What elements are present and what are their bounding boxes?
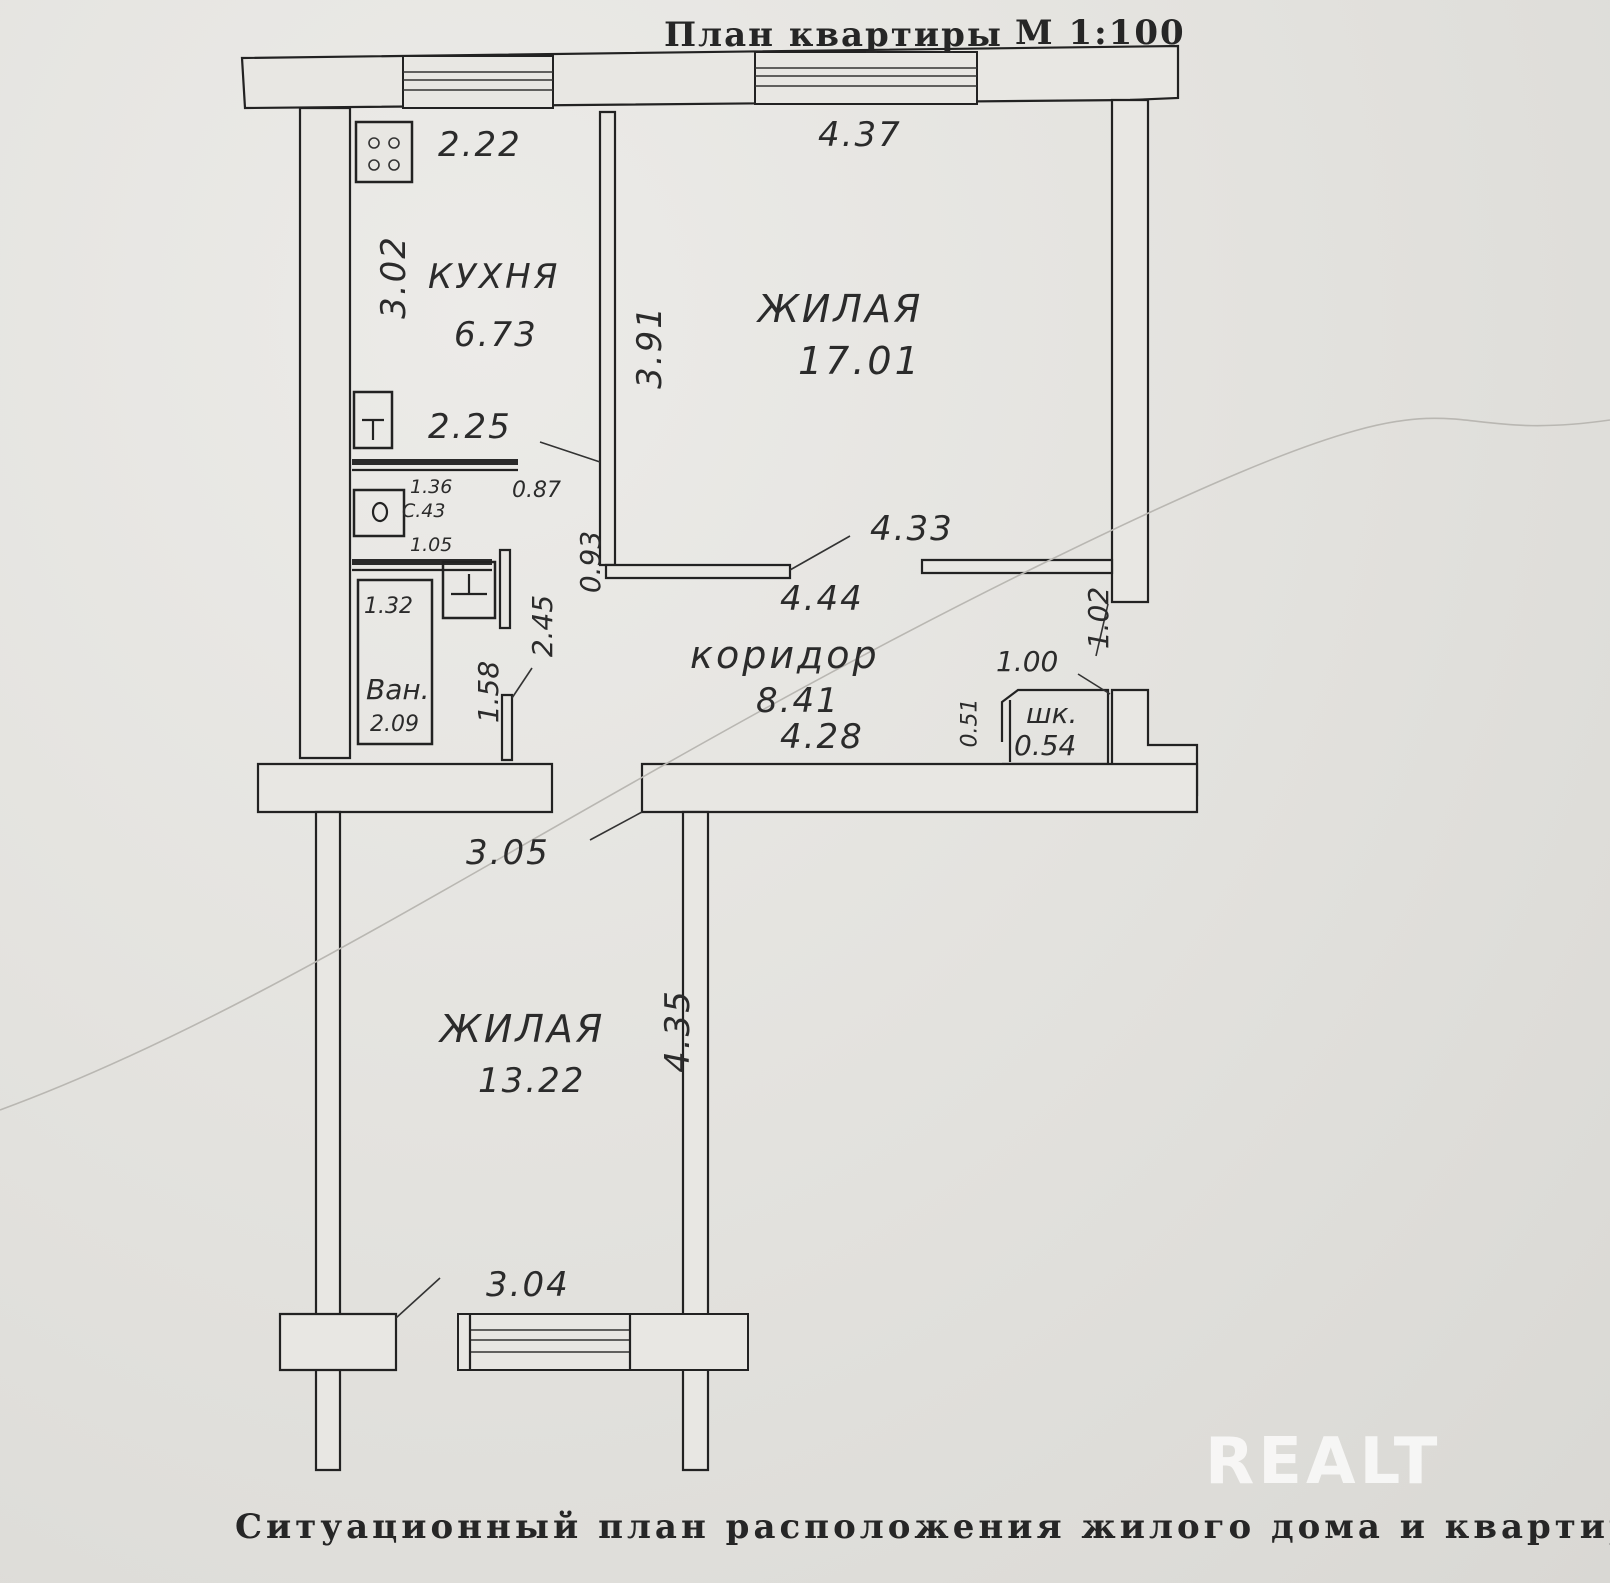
apartment-bottom-wall-left [256,762,554,814]
stove-icon [354,120,414,184]
kitchen-name: КУХНЯ [428,257,561,297]
kitchen-sink-icon [352,390,394,450]
living-second-area: 13.22 [478,1061,586,1101]
living-main-width: 4.37 [818,115,902,155]
toilet-bowl-icon [352,488,406,538]
leader-3-05 [589,811,643,841]
living-main-length: 3.91 [629,305,670,389]
corridor-depth: 2.45 [526,594,560,658]
living-main-area: 17.01 [798,339,922,383]
second-living-bottom-wall-left [278,1312,398,1372]
kitchen-living-partition [598,110,617,567]
toilet-depth: 0.87 [512,478,561,503]
apartment-bottom-wall-right [640,762,1199,814]
leader-2-25 [539,441,601,463]
toilet-area: C.43 [402,500,446,522]
leader-3-04 [395,1277,441,1319]
closet-width: 1.00 [996,645,1059,678]
window-living-main [754,51,978,105]
bathroom-width: 1.32 [364,594,413,619]
window-living-second [457,1313,749,1371]
living-second-width-bottom: 3.04 [486,1265,570,1305]
paper-fold-line [0,417,1610,1111]
plan-title: План квартиры [664,15,1003,55]
bath-right-partition [500,693,514,762]
living-second-length: 4.35 [657,989,698,1073]
corridor-name: коридор [690,633,880,677]
kitchen-bottom-dimension: 2.25 [428,407,512,447]
closet-area: 0.54 [1014,729,1077,762]
living-bottom-wall-left [604,563,792,580]
window-kitchen [402,55,554,109]
top-exterior-wall [240,44,1180,110]
toilet-bottom: 1.05 [410,534,453,556]
bathtub-icon [356,578,434,746]
living-main-bottom-width: 4.33 [870,509,954,549]
living-second-width-top: 3.05 [466,833,550,873]
kitchen-area: 6.73 [454,315,538,355]
leader-4-33 [789,535,851,571]
leader-1-00 [1077,673,1111,695]
corridor-right: 1.02 [1082,586,1116,650]
corridor-left-depth: 0.93 [574,530,608,594]
right-exterior-wall [1110,98,1150,604]
second-living-right-wall [681,810,710,1472]
kitchen-width: 2.22 [438,125,522,165]
leader-1-02 [1095,603,1109,657]
toilet-width: 1.36 [410,476,453,498]
closet-depth: 0.51 [957,698,983,748]
realt-watermark: REALT [1205,1425,1442,1499]
corridor-width-bottom: 4.28 [780,717,864,757]
left-exterior-wall [298,106,352,760]
closet-name: шк. [1026,697,1078,730]
kitchen-length: 3.02 [373,235,414,319]
plan-scale: М 1:100 [1015,13,1186,53]
corridor-width-top: 4.44 [780,579,864,619]
corridor-area: 8.41 [756,681,840,721]
bathroom-name: Ван. [366,673,430,706]
living-main-name: ЖИЛАЯ [758,287,924,331]
bathroom-length: 1.58 [472,660,506,724]
wash-basin-icon [441,560,497,620]
footer-caption: Ситуационный план расположения жилого до… [235,1507,1610,1547]
leader-1-58 [511,667,533,699]
living-bottom-wall-right [920,558,1114,575]
toilet-right-partition [498,548,512,630]
second-living-left-wall [314,810,342,1472]
bathroom-area: 2.09 [370,712,419,737]
living-second-name: ЖИЛАЯ [440,1007,606,1051]
